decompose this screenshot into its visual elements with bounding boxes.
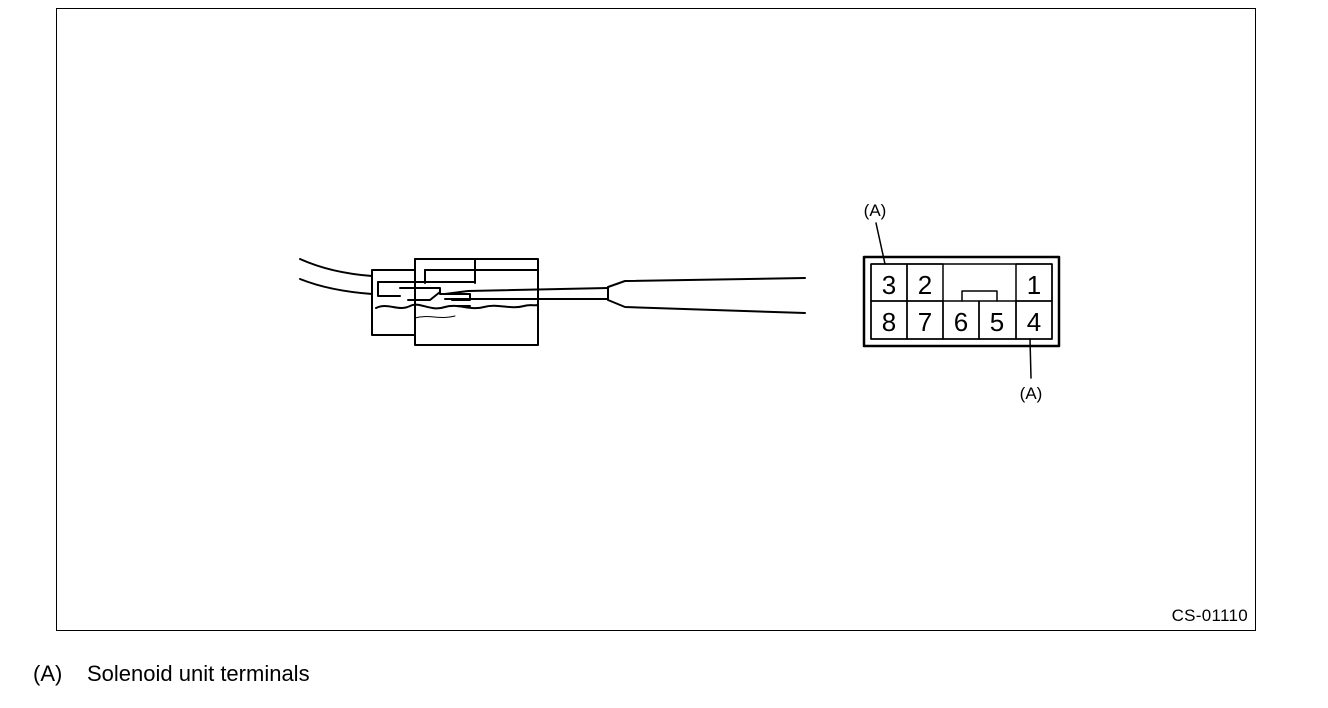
wire-lower	[299, 278, 373, 295]
pin-8: 8	[882, 307, 896, 337]
terminal-block-outer	[862, 255, 1061, 348]
probe-handle	[607, 277, 806, 314]
connector-housing	[371, 258, 539, 346]
wire-upper	[299, 258, 373, 277]
pin-5: 5	[990, 307, 1004, 337]
callout-label-top: (A)	[864, 201, 887, 220]
pin-2: 2	[918, 270, 932, 300]
terminal-key	[961, 290, 998, 302]
callout-leader-bottom	[1029, 338, 1032, 379]
pin-1: 1	[1027, 270, 1041, 300]
legend-key: (A)	[33, 661, 63, 686]
callout-leader-top	[875, 222, 886, 265]
pin-4: 4	[1027, 307, 1041, 337]
pin-6: 6	[954, 307, 968, 337]
pin-7: 7	[918, 307, 932, 337]
legend-text: Solenoid unit terminals	[87, 661, 310, 686]
pin-3: 3	[882, 270, 896, 300]
legend: (A) Solenoid unit terminals	[33, 661, 310, 687]
figure-id: CS-01110	[1171, 606, 1248, 625]
cutaway-line	[375, 303, 539, 310]
callout-label-bottom: (A)	[1020, 384, 1043, 403]
figure-frame	[56, 8, 1256, 631]
probe-tip-upper	[444, 287, 609, 295]
